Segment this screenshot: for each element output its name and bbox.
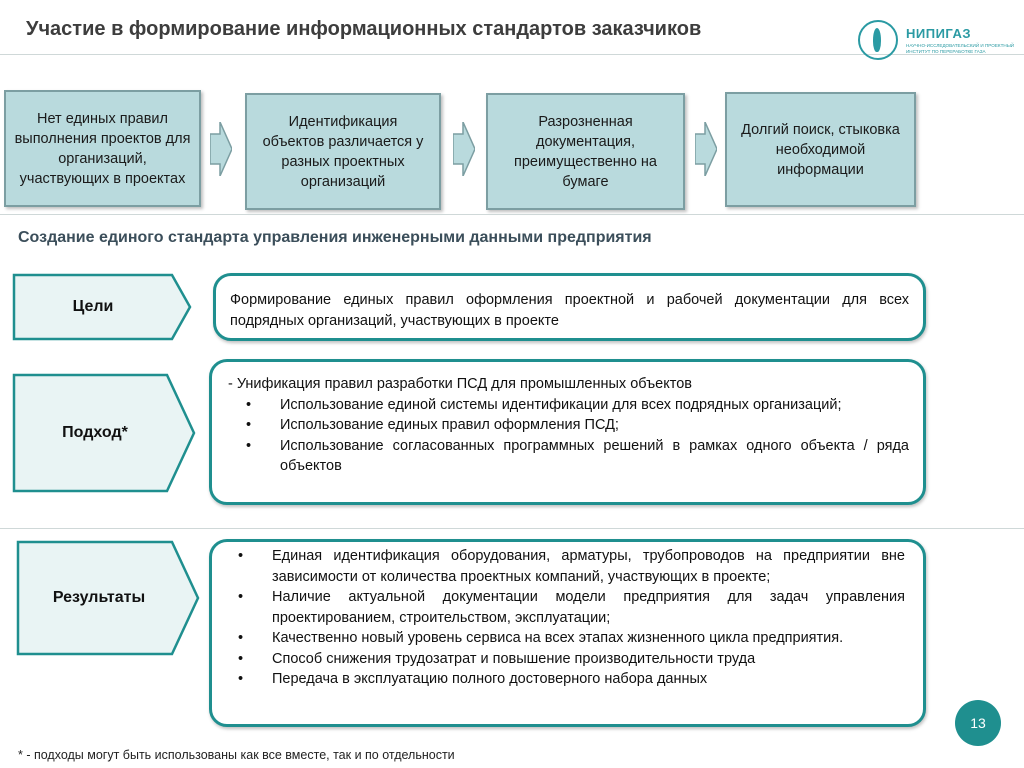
flame-shape [873, 28, 881, 52]
bullet-icon: • [238, 548, 244, 564]
list-item: • Способ снижения трудозатрат и повышени… [220, 649, 905, 670]
page-number-badge: 13 [955, 700, 1001, 746]
list-item: • Передача в эксплуатацию полного достов… [220, 669, 905, 690]
process-step-text: Долгий поиск, стыковка необходимой инфор… [741, 121, 900, 178]
chevron-right-arrow-icon [695, 122, 717, 176]
list-item: • Наличие актуальной документации модели… [220, 587, 905, 628]
process-step-1: Нет единых правил выполнения проектов дл… [4, 90, 201, 207]
list-item: • Использование единой системы идентифик… [228, 395, 909, 416]
list-item: • Использование единых правил оформления… [228, 415, 909, 436]
list-item: • Использование согласованных программны… [228, 436, 909, 477]
section-divider [0, 528, 1024, 529]
goals-chevron: Цели [12, 273, 192, 341]
footnote: * - подходы могут быть использованы как … [18, 748, 455, 762]
section-divider [0, 214, 1024, 215]
process-step-3: Разрозненная документация, преимуществен… [486, 93, 685, 210]
approach-intro: - Унификация правил разработки ПСД для п… [228, 376, 692, 392]
list-item: • Качественно новый уровень сервиса на в… [220, 628, 905, 649]
bullet-icon: • [238, 650, 244, 667]
section-subtitle: Создание единого стандарта управления ин… [18, 229, 652, 246]
bullet-icon: • [238, 589, 244, 605]
logo-subtitle: НАУЧНО-ИССЛЕДОВАТЕЛЬСКИЙ И ПРОЕКТНЫЙ ИНС… [906, 43, 1015, 54]
list-item: • Единая идентификация оборудования, арм… [220, 546, 905, 587]
title-divider [0, 54, 1024, 55]
results-label: Результаты [52, 589, 146, 606]
logo-name: НИПИГАЗ [906, 26, 972, 41]
bullet-icon: • [246, 396, 252, 413]
page-title: Участие в формирование информационных ст… [26, 18, 702, 40]
goals-box: Формирование единых правил оформления пр… [213, 273, 926, 341]
results-box: • Единая идентификация оборудования, арм… [209, 539, 926, 727]
results-bullet: Качественно новый уровень сервиса на все… [272, 630, 844, 646]
bullet-icon: • [238, 671, 244, 687]
process-step-4: Долгий поиск, стыковка необходимой инфор… [725, 92, 916, 207]
process-step-text: Нет единых правил выполнения проектов дл… [14, 110, 191, 187]
approach-bullet: Использование единых правил оформления П… [280, 417, 619, 433]
company-logo: НИПИГАЗ НАУЧНО-ИССЛЕДОВАТЕЛЬСКИЙ И ПРОЕК… [858, 20, 1018, 66]
goals-label: Цели [72, 298, 114, 315]
process-step-text: Идентификация объектов различается у раз… [262, 113, 424, 190]
results-bullet: Способ снижения трудозатрат и повышение … [272, 650, 756, 667]
approach-bullet: Использование единой системы идентификац… [280, 396, 842, 413]
approach-chevron: Подход* [12, 373, 196, 493]
chevron-right-arrow-icon [453, 122, 475, 176]
goals-text: Формирование единых правил оформления пр… [230, 292, 909, 329]
results-bullet: Наличие актуальной документации модели п… [272, 589, 905, 626]
process-step-text: Разрозненная документация, преимуществен… [514, 113, 657, 190]
results-bullet: Передача в эксплуатацию полного достовер… [272, 671, 708, 687]
bullet-icon: • [238, 630, 244, 646]
results-bullet: Единая идентификация оборудования, армат… [272, 548, 905, 585]
approach-label: Подход* [62, 424, 128, 441]
results-chevron: Результаты [16, 540, 200, 656]
chevron-right-arrow-icon [210, 122, 232, 176]
process-step-2: Идентификация объектов различается у раз… [245, 93, 441, 210]
bullet-icon: • [246, 417, 252, 433]
bullet-icon: • [246, 437, 252, 454]
gas-flame-logo-icon [858, 20, 898, 60]
approach-bullet: Использование согласованных программных … [280, 437, 909, 475]
approach-box: - Унификация правил разработки ПСД для п… [209, 359, 926, 505]
